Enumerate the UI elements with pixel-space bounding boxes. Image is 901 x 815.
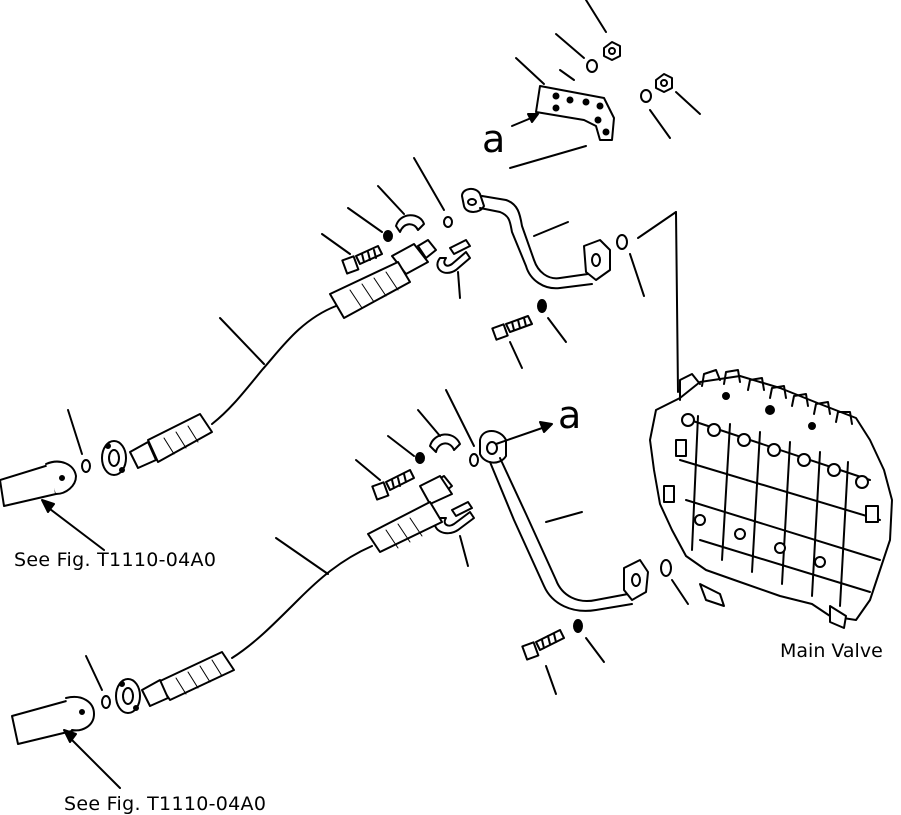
upper-bolt-mid — [341, 245, 383, 275]
lower-clamp-half — [429, 433, 461, 453]
lower-hose — [115, 475, 453, 714]
nut-top — [603, 41, 621, 61]
upper-flange-left — [461, 188, 485, 213]
upper-oring-right — [616, 234, 628, 250]
upper-bolt-lower — [491, 315, 533, 341]
see-fig-label-upper: See Fig. T1110-04A0 — [14, 549, 217, 571]
bracket-assembly — [535, 85, 615, 141]
lower-ref-tube — [11, 696, 95, 745]
main-valve-label: Main Valve — [780, 640, 883, 662]
washer-top — [586, 59, 598, 73]
upper-hose — [101, 239, 437, 476]
nut-right — [655, 73, 673, 93]
lower-pipe — [489, 457, 633, 612]
upper-washer-mid — [383, 230, 393, 242]
lower-oring-small — [469, 453, 479, 467]
upper-pipe — [479, 195, 593, 290]
lower-washer-mid — [415, 452, 425, 464]
lower-washer-lower — [573, 619, 583, 633]
upper-u-clamp — [436, 239, 471, 274]
upper-clamp-half — [395, 214, 425, 233]
lower-oring-left — [101, 695, 111, 709]
upper-oring-small — [443, 216, 453, 228]
ref-a-upper: a — [482, 117, 506, 161]
lower-oring-right — [660, 559, 672, 577]
upper-oring-left — [81, 459, 91, 473]
ref-a-lower: a — [558, 393, 582, 437]
lower-flange-right — [623, 559, 649, 601]
upper-ref-tube — [0, 460, 77, 507]
lower-bolt-lower — [521, 629, 565, 661]
lower-u-clamp — [433, 501, 475, 535]
upper-washer-lower — [537, 299, 547, 313]
main-valve-body — [649, 369, 893, 629]
washer-right — [640, 89, 652, 103]
lower-flange-left — [479, 430, 507, 464]
see-fig-label-lower: See Fig. T1110-04A0 — [64, 793, 267, 815]
lower-bolt-mid — [371, 469, 415, 501]
upper-flange-right — [583, 239, 611, 281]
